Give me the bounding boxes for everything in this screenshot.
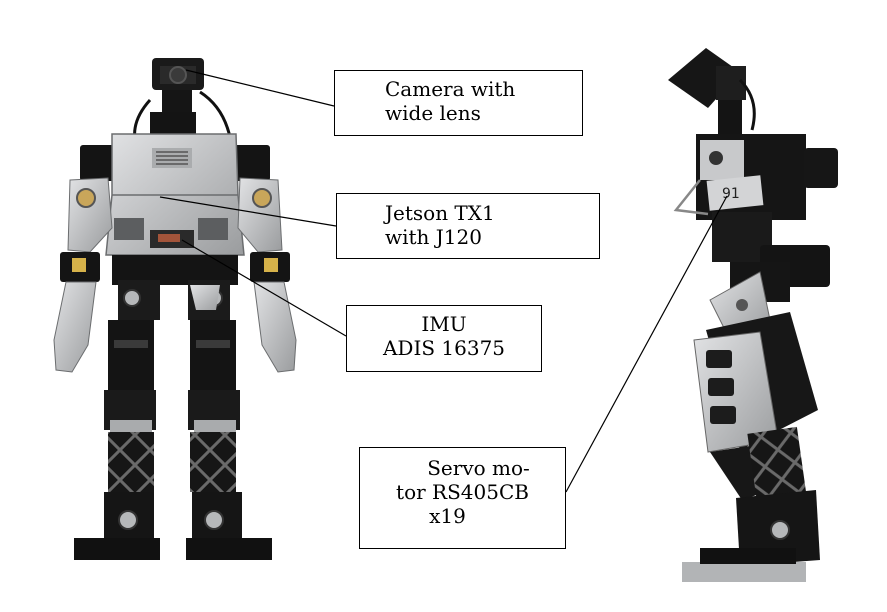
arm-left-front bbox=[53, 177, 113, 373]
callout-servo-line3: x19 bbox=[429, 504, 466, 528]
callout-servo-line1: Servo mo- bbox=[427, 456, 530, 480]
arm-right-front bbox=[237, 177, 297, 373]
leg-side bbox=[682, 262, 820, 582]
callout-camera: Camera with wide lens bbox=[334, 70, 583, 136]
leader-servo bbox=[565, 195, 728, 493]
neck-front bbox=[150, 112, 196, 134]
callout-imu-line2: ADIS 16375 bbox=[382, 336, 506, 360]
torso-front bbox=[105, 133, 245, 256]
callout-servo-line2: tor RS405CB bbox=[396, 480, 529, 504]
leg-right-front bbox=[186, 320, 272, 560]
callout-jetson: Jetson TX1 with J120 bbox=[336, 193, 600, 259]
leg-left-front bbox=[74, 320, 160, 560]
callout-camera-line1: Camera with bbox=[385, 77, 516, 101]
leader-jetson bbox=[159, 196, 337, 227]
torso-side: 91 bbox=[673, 134, 838, 287]
callout-servo: Servo mo- tor RS405CB x19 bbox=[359, 447, 566, 549]
robot-front-view bbox=[53, 58, 297, 560]
callout-imu: IMU ADIS 16375 bbox=[346, 305, 542, 372]
robot-side-view: 91 bbox=[668, 48, 838, 582]
callout-jetson-line1: Jetson TX1 bbox=[385, 201, 495, 225]
leader-lines bbox=[159, 69, 728, 493]
leader-imu bbox=[181, 239, 347, 337]
callout-imu-line1: IMU bbox=[421, 312, 467, 336]
callout-jetson-line2: with J120 bbox=[385, 225, 482, 249]
callout-camera-line2: wide lens bbox=[385, 101, 481, 125]
camera-front bbox=[133, 58, 234, 151]
camera-side bbox=[668, 48, 756, 134]
leader-camera bbox=[185, 69, 335, 107]
